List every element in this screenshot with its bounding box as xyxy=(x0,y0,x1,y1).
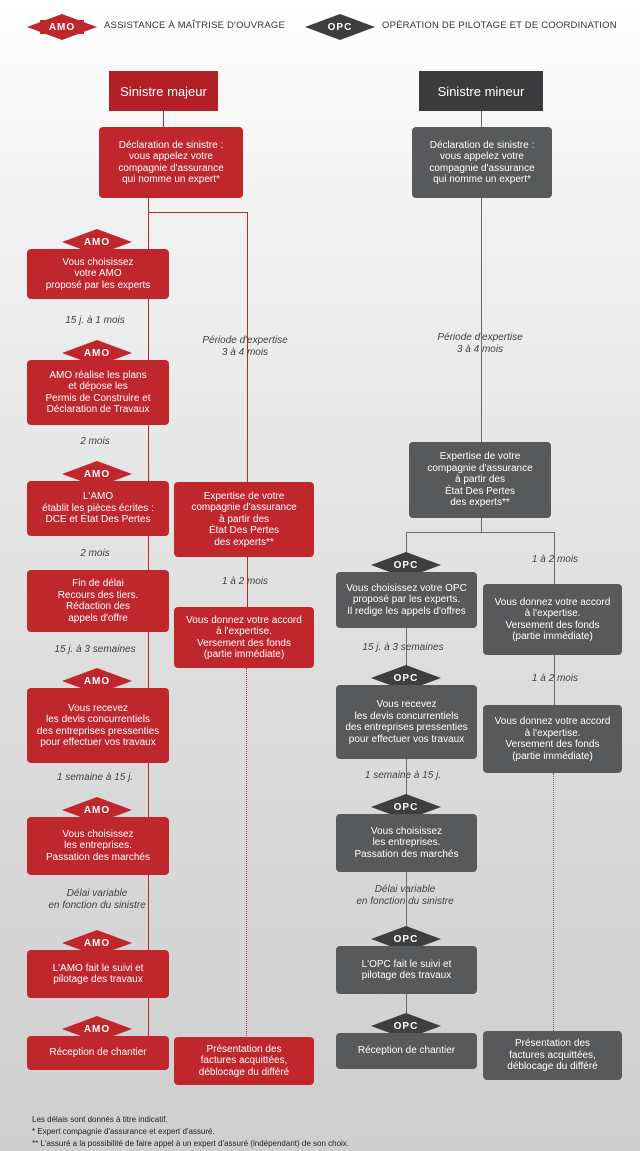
amo-legend-text: ASSISTANCE À MAÎTRISE D'OUVRAGE xyxy=(104,20,285,31)
diamond-shape xyxy=(62,668,132,694)
diamond-shape xyxy=(62,461,132,487)
opc-badge-label: OPC xyxy=(393,933,419,945)
connector-line xyxy=(247,212,248,482)
opc-legend-text: OPÉRATION DE PILOTAGE ET DE COORDINATION xyxy=(382,20,617,31)
major-declaration-box: Déclaration de sinistre : vous appelez v… xyxy=(99,127,243,198)
minor-accord-box-2: Vous donnez votre accord à l'expertise. … xyxy=(483,705,622,773)
minor-step-4: L'OPC fait le suivi et pilotage des trav… xyxy=(336,946,477,994)
diamond-shape xyxy=(371,552,441,578)
opc-badge-label: OPC xyxy=(393,1020,419,1032)
diamond-shape xyxy=(305,14,375,40)
amo-badge-label: AMO xyxy=(83,236,111,248)
diamond-shape xyxy=(371,794,441,820)
amo-badge-label: AMO xyxy=(83,937,111,949)
amo-diamond: AMO xyxy=(61,339,133,367)
opc-diamond: OPC xyxy=(370,1012,442,1040)
connector-line xyxy=(481,198,482,442)
footnote-double-star: ** L'assuré a la possibilité de faire ap… xyxy=(32,1139,350,1148)
major-expertise-box: Expertise de votre compagnie d'assurance… xyxy=(174,482,314,557)
minor-accord-box-1: Vous donnez votre accord à l'expertise. … xyxy=(483,584,622,655)
amo-diamond: AMO xyxy=(61,228,133,256)
minor-step-5: Réception de chantier xyxy=(336,1033,477,1069)
opc-legend-label: OPC xyxy=(327,21,353,33)
diamond-shape xyxy=(62,1016,132,1042)
amo-badge-label: AMO xyxy=(83,468,111,480)
major-step-1: Vous choisissez votre AMO proposé par le… xyxy=(27,249,169,299)
amo-badge-label: AMO xyxy=(83,804,111,816)
major-expertise-delay: 1 à 2 mois xyxy=(221,576,269,587)
diamond-shape xyxy=(62,340,132,366)
minor-step-2: Vous recevez les devis concurrentiels de… xyxy=(336,685,477,759)
opc-badge-label: OPC xyxy=(393,801,419,813)
major-expertise-period: Période d'expertise 3 à 4 mois xyxy=(202,335,288,358)
minor-step-1: Vous choisissez votre OPC proposé par le… xyxy=(336,572,477,628)
amo-legend-label: AMO xyxy=(48,21,76,33)
minor-right-delay-1: 1 à 2 mois xyxy=(531,554,579,565)
major-accord-box: Vous donnez votre accord à l'expertise. … xyxy=(174,607,314,668)
header-sinistre-majeur: Sinistre majeur xyxy=(109,71,218,111)
major-step-4: Fin de délai Recours des tiers. Rédactio… xyxy=(27,570,169,632)
opc-diamond: OPC xyxy=(370,664,442,692)
amo-badge-label: AMO xyxy=(83,1023,111,1035)
connector-line xyxy=(554,655,555,705)
diamond-shape xyxy=(371,1013,441,1039)
header-sinistre-mineur: Sinistre mineur xyxy=(419,71,543,111)
opc-badge-label: OPC xyxy=(393,672,419,684)
minor-expertise-period: Période d'expertise 3 à 4 mois xyxy=(437,332,523,355)
minor-factures-box: Présentation des factures acquittées, dé… xyxy=(483,1031,622,1080)
minor-expertise-box: Expertise de votre compagnie d'assurance… xyxy=(409,442,551,518)
minor-declaration-box: Déclaration de sinistre : vous appelez v… xyxy=(412,127,552,198)
minor-step-3: Vous choisissez les entreprises. Passati… xyxy=(336,814,477,872)
connector-line xyxy=(481,111,482,127)
dotted-connector xyxy=(246,668,247,1038)
diamond-shape xyxy=(371,665,441,691)
major-delay-3: 2 mois xyxy=(80,548,110,559)
minor-right-delay-2: 1 à 2 mois xyxy=(531,673,579,684)
major-step-8: Réception de chantier xyxy=(27,1036,169,1070)
major-delay-4: 15 j. à 3 semaines xyxy=(54,644,136,655)
major-step-2: AMO réalise les plans et dépose les Perm… xyxy=(27,360,169,425)
connector-line xyxy=(406,532,407,1032)
amo-diamond: AMO xyxy=(61,667,133,695)
major-step-7: L'AMO fait le suivi et pilotage des trav… xyxy=(27,950,169,998)
diamond-shape xyxy=(371,926,441,952)
opc-legend-badge: OPC xyxy=(304,13,376,41)
major-delay-6: Délai variable en fonction du sinistre xyxy=(48,888,146,911)
major-delay-2: 2 mois xyxy=(80,436,110,447)
connector-line xyxy=(148,212,248,213)
connector-line xyxy=(247,557,248,607)
connector-line xyxy=(406,532,555,533)
dotted-connector xyxy=(553,773,554,1031)
amo-diamond: AMO xyxy=(61,929,133,957)
footnote-star: * Expert compagnie d'assurance et expert… xyxy=(32,1127,215,1136)
major-step-5: Vous recevez les devis concurrentiels de… xyxy=(27,688,169,763)
major-delay-1: 15 j. à 1 mois xyxy=(65,315,125,326)
major-factures-box: Présentation des factures acquittées, dé… xyxy=(174,1037,314,1085)
major-step-3: L'AMO établit les pièces écrites : DCE e… xyxy=(27,481,169,536)
amo-badge-label: AMO xyxy=(83,675,111,687)
minor-delay-1: 15 j. à 3 semaines xyxy=(362,642,444,653)
diamond-shape xyxy=(62,930,132,956)
connector-line xyxy=(554,532,555,584)
amo-diamond: AMO xyxy=(61,460,133,488)
opc-diamond: OPC xyxy=(370,925,442,953)
amo-legend-badge: AMO xyxy=(26,13,98,41)
opc-diamond: OPC xyxy=(370,793,442,821)
connector-line xyxy=(481,518,482,532)
diamond-shape xyxy=(62,797,132,823)
opc-badge-label: OPC xyxy=(393,559,419,571)
major-step-6: Vous choisissez les entreprises. Passati… xyxy=(27,817,169,875)
diamond-shape xyxy=(27,14,97,40)
diamond-shape xyxy=(62,229,132,255)
amo-diamond: AMO xyxy=(61,1015,133,1043)
minor-delay-3: Délai variable en fonction du sinistre xyxy=(356,884,454,907)
amo-badge-label: AMO xyxy=(83,347,111,359)
amo-diamond: AMO xyxy=(61,796,133,824)
opc-diamond: OPC xyxy=(370,551,442,579)
major-delay-5: 1 semaine à 15 j. xyxy=(56,772,134,783)
minor-delay-2: 1 semaine à 15 j. xyxy=(364,770,442,781)
connector-line xyxy=(163,111,164,127)
footnote-indicatif: Les délais sont donnés à titre indicatif… xyxy=(32,1115,168,1124)
